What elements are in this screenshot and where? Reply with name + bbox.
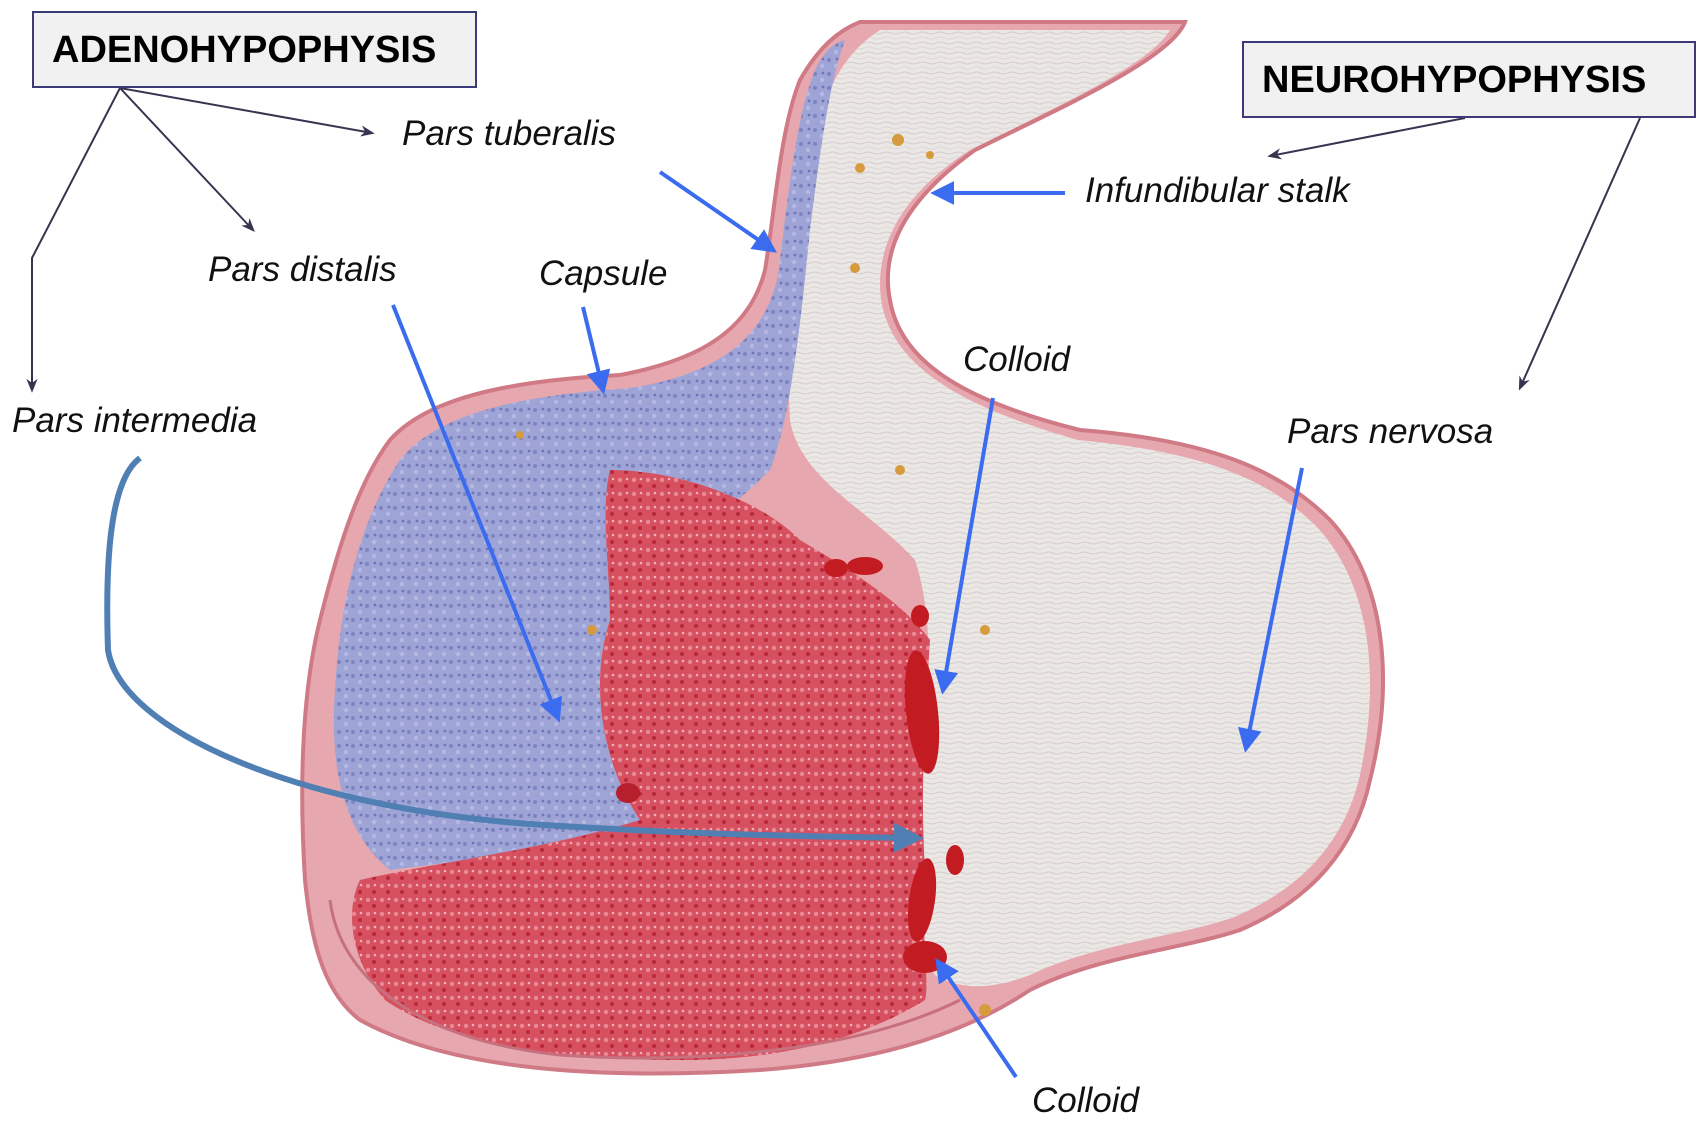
colloid-blob: [824, 559, 848, 577]
arrow-to-infundibular-stalk: [1270, 118, 1465, 156]
arrow-to-pars-nervosa: [1520, 118, 1640, 388]
colloid-blob: [946, 845, 964, 875]
colloid-blob: [847, 557, 883, 575]
label-colloid-top: Colloid: [963, 340, 1070, 380]
label-pars-tuberalis: Pars tuberalis: [402, 114, 616, 154]
arrow-to-pars-tuberalis: [120, 88, 372, 133]
label-colloid-bottom: Colloid: [1032, 1081, 1139, 1121]
label-pars-distalis: Pars distalis: [208, 250, 397, 290]
label-capsule: Capsule: [539, 254, 667, 294]
arrow-to-pars-distalis: [120, 88, 253, 230]
label-infundibular-stalk: Infundibular stalk: [1085, 171, 1350, 211]
arrow-pars-tuberalis: [660, 172, 773, 250]
neurohypophysis-header: NEUROHYPOPHYSIS: [1242, 41, 1696, 118]
label-pars-intermedia: Pars intermedia: [12, 401, 257, 441]
adenohypophysis-header: ADENOHYPOPHYSIS: [32, 11, 477, 88]
colloid-blob: [911, 605, 929, 627]
colloid-blob: [616, 783, 640, 803]
label-pars-nervosa: Pars nervosa: [1287, 412, 1493, 452]
arrow-to-pars-intermedia: [32, 88, 120, 390]
